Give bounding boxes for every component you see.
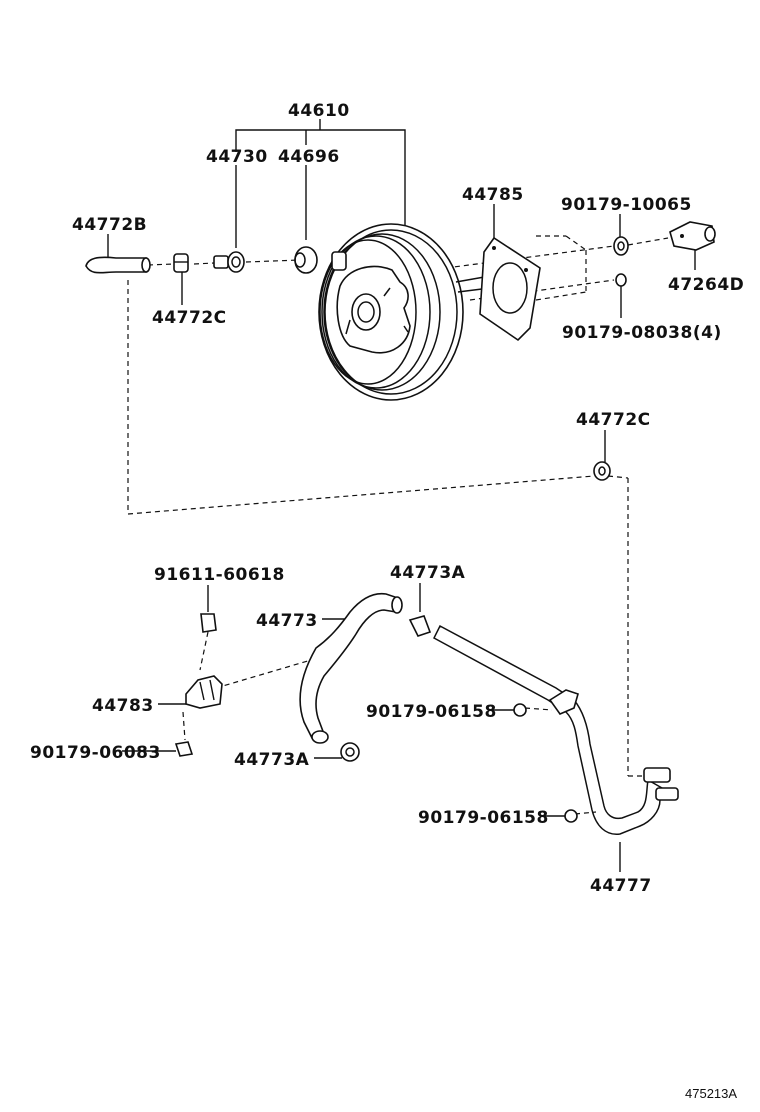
label-44730: 44730	[206, 147, 268, 167]
label-44696: 44696	[278, 147, 340, 167]
label-44772b: 44772B	[72, 215, 147, 235]
label-44783: 44783	[92, 696, 154, 716]
dashed-connections	[127, 235, 669, 815]
label-90179-06158-a: 90179-06158	[366, 702, 497, 722]
label-44773a-top: 44773A	[390, 563, 466, 583]
brake-booster	[318, 223, 491, 401]
label-44610: 44610	[288, 101, 350, 121]
leader-lines	[107, 119, 696, 872]
clip-44772c-mid	[593, 461, 611, 481]
label-90179-06158-b: 90179-06158	[418, 808, 549, 828]
label-90179-08038: 90179-08038(4)	[562, 323, 722, 343]
label-44773: 44773	[256, 611, 318, 631]
label-91611-60618: 91611-60618	[154, 565, 285, 585]
gasket	[479, 236, 541, 342]
label-90179-10065: 90179-10065	[561, 195, 692, 215]
vacuum-pipe-44777	[433, 624, 679, 835]
label-47264d: 47264D	[668, 275, 744, 295]
label-44785: 44785	[462, 185, 524, 205]
top-small-parts	[85, 221, 716, 287]
lower-left-parts	[174, 592, 432, 762]
label-44772c-top: 44772C	[152, 308, 227, 328]
figure-code: 475213A	[685, 1086, 737, 1101]
label-44777: 44777	[590, 876, 652, 896]
label-44773a-bottom: 44773A	[234, 750, 310, 770]
label-90179-06083: 90179-06083	[30, 743, 161, 763]
label-44772c-mid: 44772C	[576, 410, 651, 430]
